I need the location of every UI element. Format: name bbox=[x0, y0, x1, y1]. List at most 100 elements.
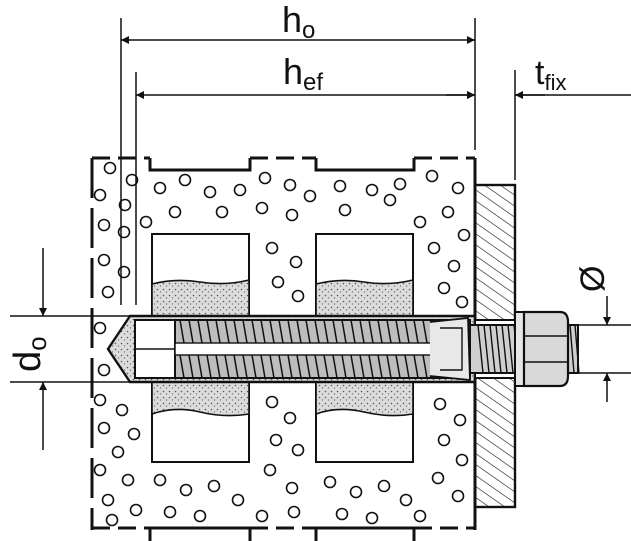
tfix-label: tfix bbox=[535, 54, 566, 95]
sleeve-rib bbox=[422, 319, 428, 344]
sleeve-rib bbox=[179, 319, 185, 344]
sleeve-rib bbox=[386, 319, 392, 344]
sleeve-rib bbox=[377, 354, 383, 379]
aggregate-stone bbox=[118, 198, 132, 212]
aggregate-stone bbox=[283, 178, 297, 192]
sleeve-rib bbox=[350, 354, 356, 379]
sleeve-rib bbox=[305, 319, 311, 344]
sleeve-rib bbox=[179, 354, 185, 379]
sleeve-rib bbox=[314, 354, 320, 379]
sleeve-rib bbox=[251, 354, 257, 379]
aggregate-stone bbox=[105, 513, 119, 527]
rod-thread bbox=[501, 324, 508, 374]
sleeve-rib bbox=[206, 319, 212, 344]
sleeve-rib bbox=[404, 354, 410, 379]
aggregate-stone bbox=[349, 485, 363, 499]
aggregate-stone bbox=[129, 503, 143, 517]
rod-thread bbox=[483, 324, 490, 374]
aggregate-stone bbox=[193, 509, 207, 523]
aggregate-stone bbox=[383, 193, 397, 207]
sleeve-rib bbox=[233, 319, 239, 344]
hef-label: hef bbox=[283, 51, 323, 96]
rod-thread bbox=[495, 324, 502, 374]
aggregate-stone bbox=[441, 205, 455, 219]
aggregate-stone bbox=[413, 215, 427, 229]
sleeve-rib bbox=[215, 319, 221, 344]
sleeve-rib bbox=[224, 319, 230, 344]
sleeve-rib bbox=[332, 354, 338, 379]
aggregate-stone bbox=[455, 453, 469, 467]
dimension-lines bbox=[10, 18, 631, 450]
aggregate-stone bbox=[291, 443, 305, 457]
sleeve-rib bbox=[368, 319, 374, 344]
diameter-label: Ø bbox=[574, 266, 612, 292]
h0-label: ho bbox=[282, 0, 315, 44]
sleeve-rib bbox=[413, 319, 419, 344]
aggregate-stone bbox=[97, 253, 111, 267]
aggregate-stone bbox=[121, 473, 135, 487]
aggregate-stone bbox=[451, 181, 465, 195]
aggregate-stone bbox=[399, 493, 413, 507]
aggregate-stone bbox=[437, 433, 451, 447]
aggregate-stone bbox=[291, 289, 305, 303]
sleeve-rib bbox=[332, 319, 338, 344]
sleeve-rib bbox=[296, 354, 302, 379]
aggregate-stone bbox=[97, 421, 111, 435]
rod-thread bbox=[574, 324, 580, 374]
aggregate-stone bbox=[451, 489, 465, 503]
sleeve-rib bbox=[188, 354, 194, 379]
hex-nut bbox=[522, 310, 570, 388]
sleeve-rib bbox=[359, 354, 365, 379]
sleeve-rib bbox=[260, 354, 266, 379]
aggregate-stone bbox=[97, 363, 111, 377]
aggregate-stone bbox=[168, 205, 182, 219]
sleeve-rib bbox=[197, 319, 203, 344]
aggregate-stone bbox=[231, 493, 245, 507]
aggregate-stone bbox=[338, 203, 352, 217]
d0-label: do bbox=[7, 336, 52, 372]
aggregate-stone bbox=[365, 511, 379, 525]
aggregate-stone bbox=[255, 201, 269, 215]
aggregate-stone bbox=[427, 241, 441, 255]
aggregate-stone bbox=[127, 427, 141, 441]
rod-thread bbox=[477, 324, 484, 374]
aggregate-stone bbox=[101, 493, 115, 507]
aggregate-stone bbox=[289, 255, 303, 269]
aggregate-stone bbox=[453, 413, 467, 427]
sleeve-rib bbox=[224, 354, 230, 379]
sleeve-rib bbox=[422, 354, 428, 379]
aggregate-stone bbox=[179, 483, 193, 497]
rod-thread bbox=[507, 324, 514, 374]
sleeve-rib bbox=[278, 354, 284, 379]
aggregate-stone bbox=[455, 295, 469, 309]
sleeve-rib bbox=[350, 319, 356, 344]
aggregate-stone bbox=[333, 179, 347, 193]
aggregate-stone bbox=[393, 177, 407, 191]
washer bbox=[514, 311, 525, 387]
sleeve-rib bbox=[314, 319, 320, 344]
aggregate-stone bbox=[365, 183, 379, 197]
sleeve-rib bbox=[251, 319, 257, 344]
aggregate-stone bbox=[447, 259, 461, 273]
aggregate-stone bbox=[283, 411, 297, 425]
aggregate-stone bbox=[233, 183, 247, 197]
aggregate-stone bbox=[425, 169, 439, 183]
aggregate-stone bbox=[431, 471, 445, 485]
aggregate-stone bbox=[265, 395, 279, 409]
aggregate-stone bbox=[258, 171, 272, 185]
sleeve-rib bbox=[359, 319, 365, 344]
sleeve-rib bbox=[341, 319, 347, 344]
aggregate-stone bbox=[139, 215, 153, 229]
sleeve-rib bbox=[278, 319, 284, 344]
aggregate-stone bbox=[215, 205, 229, 219]
aggregate-stone bbox=[377, 479, 391, 493]
aggregate-stone bbox=[93, 188, 107, 202]
sleeve-rib bbox=[341, 354, 347, 379]
aggregate-stone bbox=[117, 225, 131, 239]
sleeve-rib bbox=[386, 354, 392, 379]
rod-thread bbox=[489, 324, 496, 374]
aggregate-stone bbox=[117, 265, 131, 279]
aggregate-stone bbox=[207, 479, 221, 493]
sleeve-rib bbox=[377, 319, 383, 344]
